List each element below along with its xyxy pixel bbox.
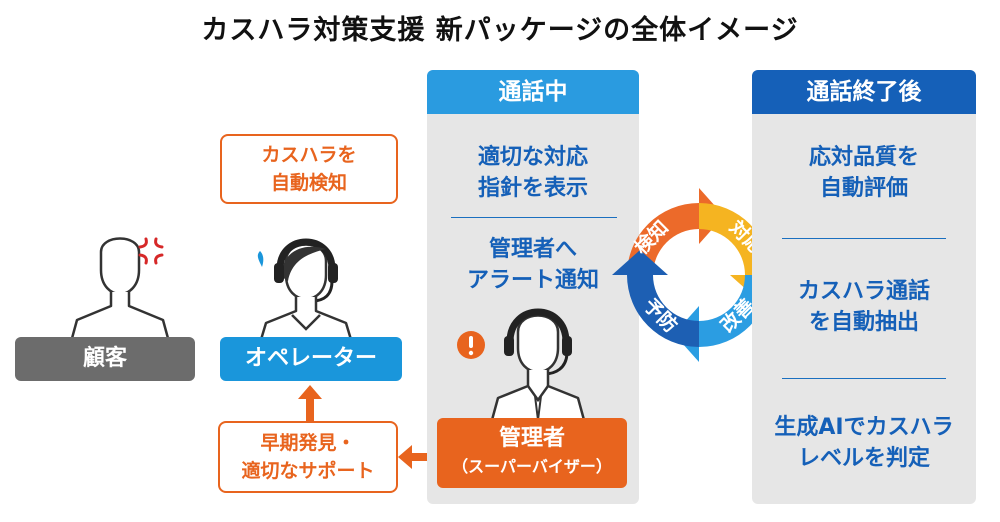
customer-label: 顧客 (15, 337, 195, 381)
left-arrow-icon (398, 445, 442, 469)
manager-label: 管理者 （スーパーバイザー） (437, 418, 627, 488)
anger-mark-icon (138, 237, 164, 265)
divider (782, 378, 946, 379)
manager-alert-text: 管理者へ アラート通知 (466, 237, 599, 293)
extract-calls-text: カスハラ通話 を自動抽出 (797, 279, 930, 335)
after-call-header: 通話終了後 (752, 70, 976, 114)
manager-headset-icon (490, 308, 586, 420)
operator-headset-icon (257, 238, 354, 343)
after-call-panel: 通話終了後 応対品質を 自動評価 カスハラ通話 を自動抽出 生成AIでカスハラ … (752, 70, 976, 504)
auto-detect-note: カスハラを 自動検知 (220, 134, 398, 204)
customer-person-icon (69, 237, 171, 342)
ai-level-text: 生成AIでカスハラ レベルを判定 (774, 415, 954, 471)
up-arrow-icon (298, 385, 322, 425)
cycle-arrow-prevent (612, 250, 699, 347)
alert-icon (457, 331, 485, 359)
during-call-header: 通話中 (427, 70, 639, 114)
divider (451, 217, 617, 218)
operator-label: オペレーター (220, 337, 402, 381)
page-title: カスハラ対策支援 新パッケージの全体イメージ (201, 15, 799, 46)
quality-eval-text: 応対品質を 自動評価 (808, 145, 919, 201)
early-support-note: 早期発見・ 適切なサポート (218, 421, 398, 493)
guideline-display-text: 適切な対応 指針を表示 (477, 145, 588, 201)
divider (782, 238, 946, 239)
